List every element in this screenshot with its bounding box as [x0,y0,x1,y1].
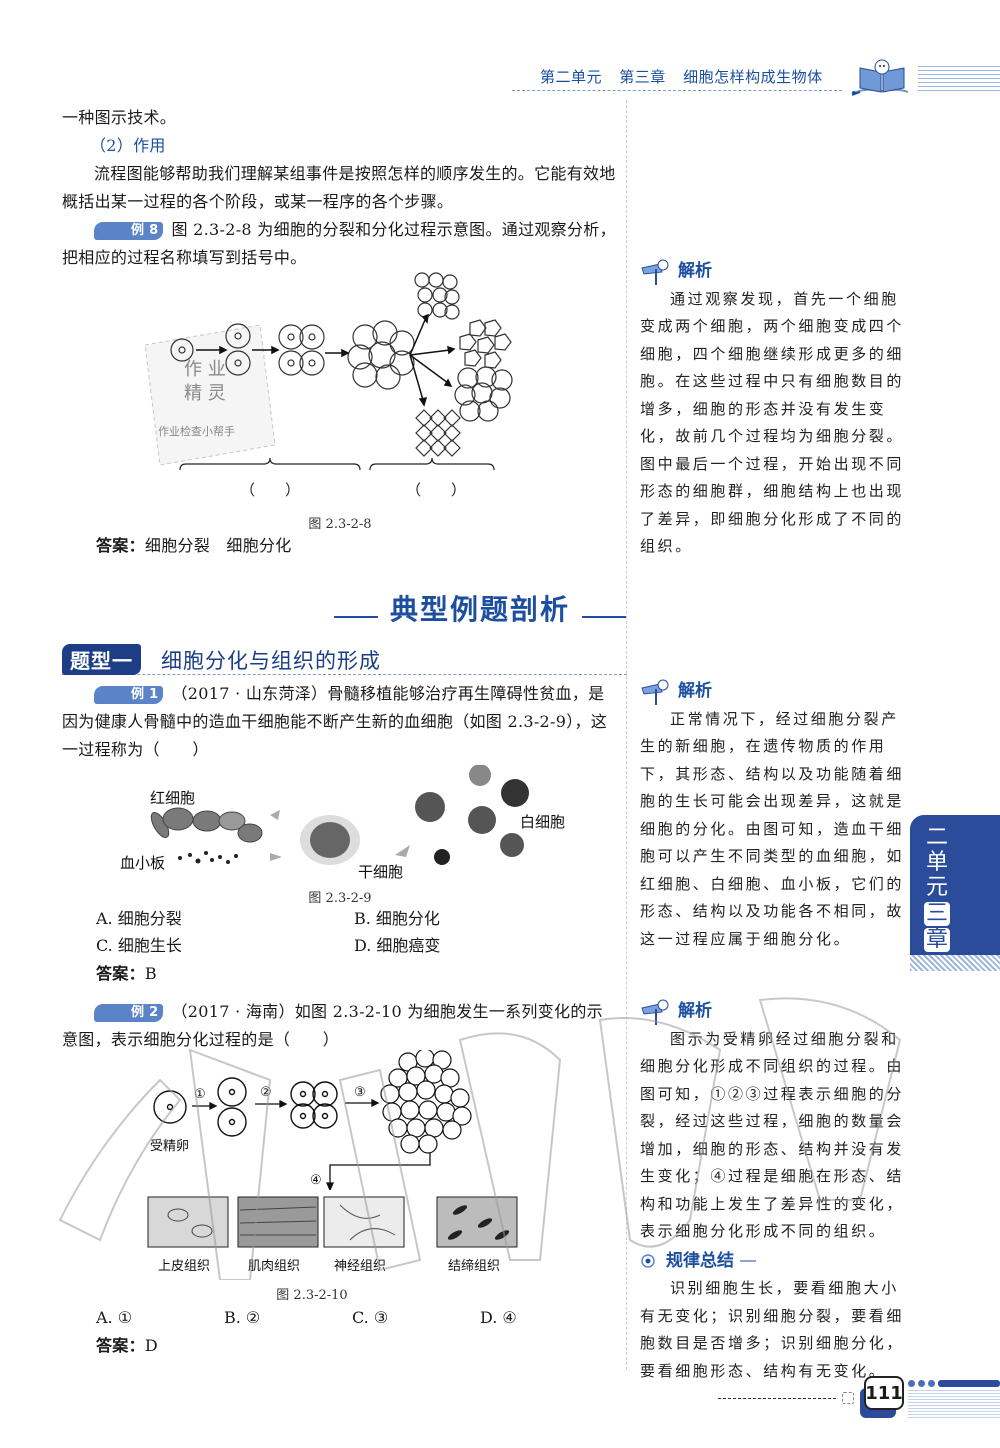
analysis-title: 解析 [640,998,910,1026]
option-a: A. 细胞分裂 [96,909,182,928]
svg-text:结缔组织: 结缔组织 [448,1258,500,1274]
analysis-title: 解析 [640,258,910,286]
svg-text:白细胞: 白细胞 [520,813,565,831]
option-d: D. ④ [480,1308,517,1327]
option-d: D. 细胞癌变 [354,936,441,955]
example1-answer: 答案：B [96,964,157,983]
svg-text:干细胞: 干细胞 [358,863,403,881]
svg-text:③: ③ [354,1085,366,1100]
signpost-mascot-icon [641,679,669,705]
type-badge: 题型一 [62,644,141,675]
header-chapter: 第三章 [619,68,666,86]
example1-question: 例 1（2017 · 山东菏泽）骨髓移植能够治疗再生障碍性贫血，是因为健康人骨髓… [62,684,608,759]
target-bullet-icon [641,1254,655,1268]
book-mascot-icon [852,59,909,96]
svg-text:神经组织: 神经组织 [334,1259,386,1274]
column-divider [626,100,627,1370]
svg-text:②: ② [260,1085,272,1100]
svg-text:受精卵: 受精卵 [150,1139,189,1154]
svg-text:红细胞: 红细胞 [150,789,195,807]
example2-badge: 例 2 [94,1004,164,1022]
figure-2-3-2-8-cell-division-diagram: （ ） （ ） 作 业 精 灵 作业检查小帮手 [144,272,513,499]
intro-subheading: （2）作用 [90,136,166,155]
blank-left: （ ） [240,481,300,499]
footer-line [718,1398,836,1399]
option-b: B. 细胞分化 [354,909,440,928]
svg-text:①: ① [194,1087,206,1102]
option-c: C. ③ [352,1308,389,1327]
epithelial-tissue-image [147,1196,229,1248]
svg-text:肌肉组织: 肌肉组织 [248,1259,300,1274]
figure-caption-2-3-2-10: 图 2.3-2-10 [276,1288,348,1303]
figure-caption-2-3-2-9: 图 2.3-2-9 [308,891,372,906]
svg-text:血小板: 血小板 [120,854,165,872]
header-stripes [918,66,1000,92]
page-number: 111 [864,1376,904,1410]
tissue-images: 上皮组织 肌肉组织 神经组织 结缔组织 [147,1196,518,1274]
option-a: A. ① [96,1308,133,1327]
figure-caption-2-3-2-8: 图 2.3-2-8 [308,517,372,532]
figure-2-3-2-10-development-diagram: ① ② ③ ④ 受精卵 [150,1050,472,1190]
section-heading: 典型例题剖析 [330,588,630,628]
header-divider [512,90,842,91]
running-header: 第二单元 第三章 细胞怎样构成生物体 [540,66,835,87]
example8-answer: 答案：细胞分裂 细胞分化 [96,536,292,555]
analysis-text: 图示为受精卵经过细胞分裂和细胞分化形成不同组织的过程。由图可知，①②③过程表示细… [640,1029,905,1241]
footer-box [842,1392,854,1404]
example1-options: A. 细胞分裂 B. 细胞分化 C. 细胞生长 D. 细胞癌变 [96,905,612,959]
example1-badge: 例 1 [94,686,164,704]
analysis-text: 通过观察发现，首先一个细胞变成两个细胞，两个细胞变成四个细胞，四个细胞继续形成更… [640,289,905,556]
signpost-mascot-icon [641,259,669,285]
option-b: B. ② [224,1308,261,1327]
example2-options: A. ① B. ② C. ③ D. ④ [96,1308,608,1327]
example2-question: 例 2（2017 · 海南）如图 2.3-2-10 为细胞发生一系列变化的示意图… [62,1002,603,1049]
svg-text:精 灵: 精 灵 [184,383,226,404]
example2-answer: 答案：D [96,1336,159,1355]
signpost-mascot-icon [641,999,669,1025]
analysis-title: 解析 [640,678,910,706]
unit-tab-label: 二 单 元 三 章 [924,825,950,952]
footer-dots [908,1380,1000,1387]
header-title: 细胞怎样构成生物体 [683,68,823,86]
rule-summary-text: 识别细胞生长，要看细胞大小有无变化；识别细胞分裂，要看细胞数目是否增多；识别细胞… [640,1279,905,1380]
analysis-panel-example2: 解析 图示为受精卵经过细胞分裂和细胞分化形成不同组织的过程。由图可知，①②③过程… [640,998,910,1385]
analysis-text: 正常情况下，经过细胞分裂产生的新细胞，在遗传物质的作用下，其形态、结构以及功能随… [640,709,905,948]
svg-text:④: ④ [310,1173,322,1188]
svg-text:作业检查小帮手: 作业检查小帮手 [158,424,235,438]
intro-line: 一种图示技术。 [62,108,177,127]
type-title: 细胞分化与组织的形成 [161,648,381,673]
footer-hatch [908,1390,1000,1420]
question-type-bar: 题型一 细胞分化与组织的形成 [62,644,627,675]
analysis-panel-example8: 解析 通过观察发现，首先一个细胞变成两个细胞，两个细胞变成四个细胞，四个细胞继续… [640,258,910,561]
svg-text:上皮组织: 上皮组织 [158,1259,210,1274]
svg-text:作 业: 作 业 [184,359,226,380]
option-c: C. 细胞生长 [96,936,182,955]
intro-paragraph: 流程图能够帮助我们理解某组事件是按照怎样的顺序发生的。它能有效地概括出某一过程的… [62,164,616,211]
figure-2-3-2-9-blood-cells: 红细胞 血小板 干细胞 白细胞 [120,765,565,881]
nerve-tissue-image [323,1196,405,1248]
unit-tab-hatch [910,955,1000,971]
blank-right: （ ） [406,481,466,499]
example8-badge: 例 8 [94,222,164,240]
rule-summary-title: 规律总结 [640,1248,910,1276]
header-unit: 第二单元 [540,68,603,86]
analysis-panel-example1: 解析 正常情况下，经过细胞分裂产生的新细胞，在遗传物质的作用下，其形态、结构以及… [640,678,910,953]
